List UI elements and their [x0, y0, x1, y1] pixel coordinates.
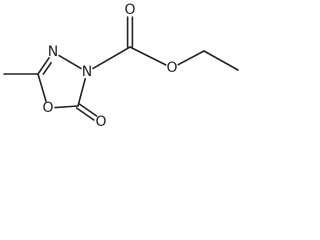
- atom-label: N: [82, 64, 92, 80]
- atom-label: N: [48, 44, 58, 60]
- atom-label-layer: N N O O O O: [42, 2, 177, 130]
- bond-2: [58, 54, 82, 70]
- bond-1: [37, 56, 50, 75]
- chemical-structure: N N O O O O: [3, 2, 239, 130]
- bond-9: [129, 46, 167, 66]
- atom-label: O: [42, 100, 53, 116]
- atom-o-a7: O: [95, 114, 106, 130]
- atom-o-a10: O: [166, 60, 177, 76]
- atom-o-a6: O: [42, 100, 53, 116]
- bond-7: [92, 46, 131, 70]
- atom-label: O: [124, 2, 135, 18]
- atom-label: O: [166, 60, 177, 76]
- bond-1-inner: [42, 61, 52, 75]
- bond-6-a: [75, 107, 95, 121]
- bond-3: [77, 77, 87, 107]
- bond-4: [54, 105, 79, 109]
- atom-o-a9: O: [124, 2, 135, 18]
- atom-label: O: [95, 114, 106, 130]
- atom-n-a3: N: [48, 44, 58, 60]
- bond-5: [37, 73, 47, 103]
- bond-6-b: [78, 103, 98, 117]
- bond-11: [203, 50, 239, 71]
- bond-layer: [3, 16, 239, 121]
- atom-n-a4: N: [82, 64, 92, 80]
- bond-10: [177, 50, 205, 66]
